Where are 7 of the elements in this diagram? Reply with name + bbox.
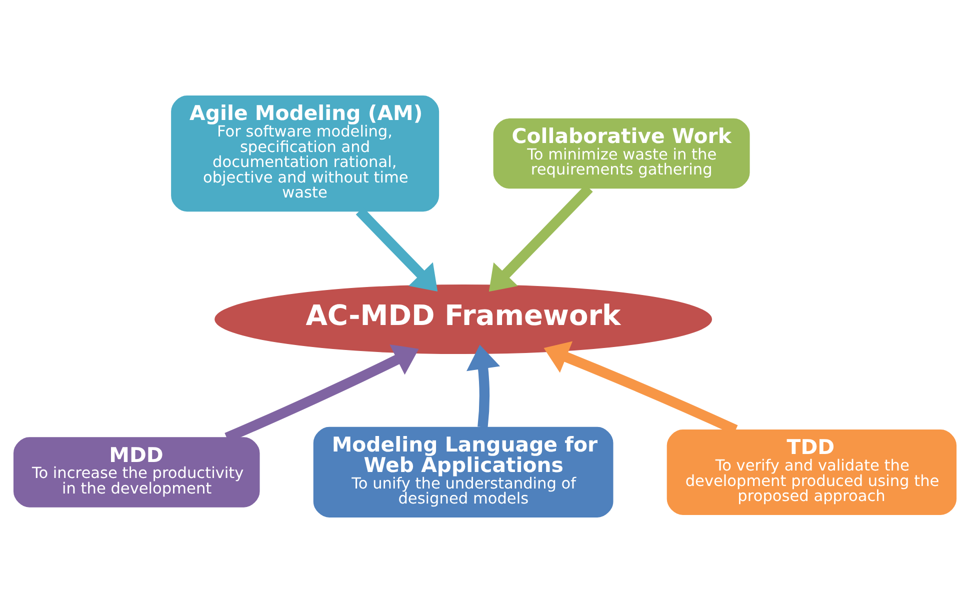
node-box: Collaborative Work To minimize waste in the requirements gathering <box>493 118 750 189</box>
arrow <box>466 344 500 428</box>
node-box: TDD To verify and validate the development produced using the proposed approach <box>666 429 957 515</box>
node-box: Modeling Language for Web Applications To unify the understanding of designed models <box>313 426 614 518</box>
node-ellipse: AC-MDD Framework <box>214 284 712 354</box>
node-box: MDD To increase the productivity in the development <box>13 437 260 508</box>
node-box: Agile Modeling (AM) For software modeling, specification and documentation rational, objective and without time waste <box>171 95 440 212</box>
